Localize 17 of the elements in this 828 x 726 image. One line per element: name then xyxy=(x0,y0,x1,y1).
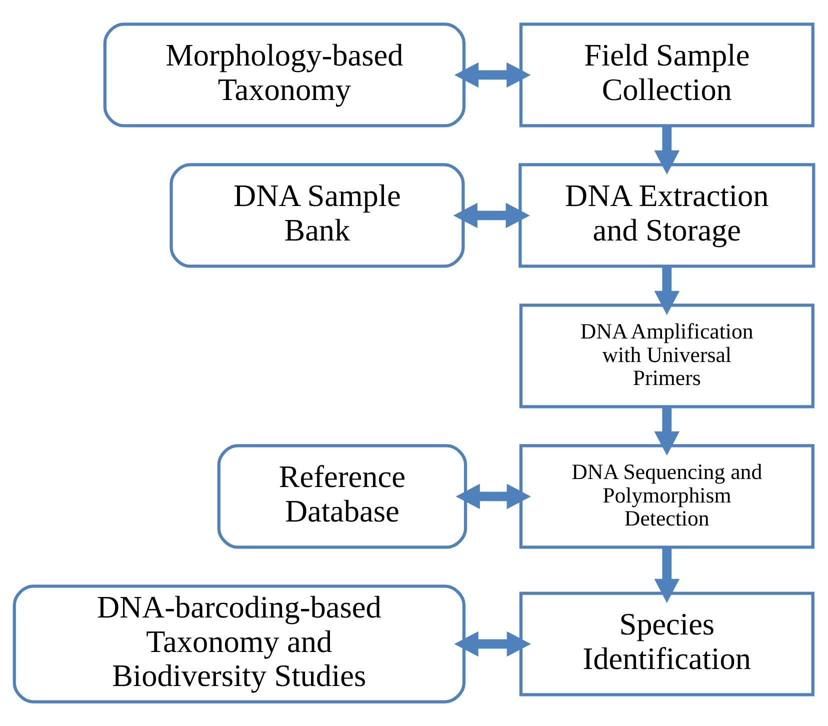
node-box: DNA Sequencing and Polymorphism Detection xyxy=(519,444,814,549)
arrow xyxy=(654,407,680,456)
node-box: Reference Database xyxy=(217,444,468,549)
node-box: DNA-barcoding-based Taxonomy and Biodiversity Studies xyxy=(12,584,466,704)
arrow xyxy=(654,126,680,174)
arrow xyxy=(454,631,531,657)
arrow xyxy=(654,547,680,603)
node-box: DNA Extraction and Storage xyxy=(518,163,816,268)
node-box: Morphology-based Taxonomy xyxy=(103,22,466,128)
node-box: Species Identification xyxy=(519,592,814,696)
node-box: Field Sample Collection xyxy=(519,22,814,128)
arrow xyxy=(456,484,531,510)
arrow xyxy=(454,62,531,88)
node-box: DNA Amplification with Universal Primers xyxy=(519,304,814,408)
arrow xyxy=(453,202,530,228)
arrow xyxy=(654,266,680,315)
node-box: DNA Sample Bank xyxy=(170,163,465,268)
